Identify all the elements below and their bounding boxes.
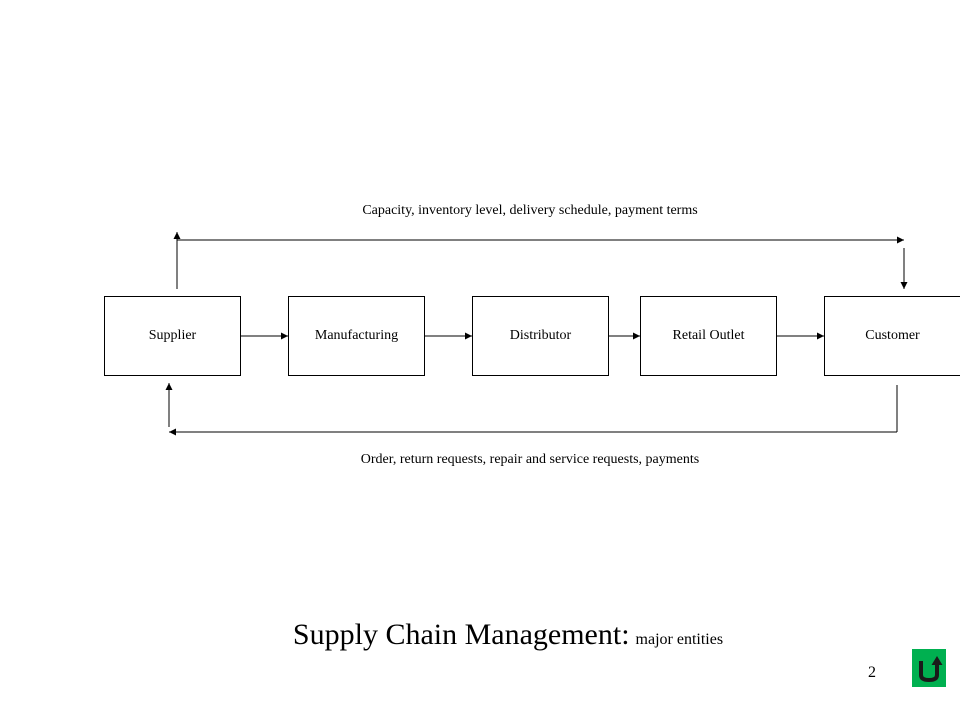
page-number: 2 <box>868 664 876 681</box>
top-flow-label: Capacity, inventory level, delivery sche… <box>362 203 698 218</box>
entity-supplier-label: Supplier <box>148 328 197 343</box>
entity-manufacturing-label: Manufacturing <box>314 328 399 343</box>
entity-supplier: Supplier <box>104 296 241 376</box>
entity-customer-label: Customer <box>865 328 920 343</box>
return-button[interactable] <box>912 649 946 687</box>
slide-title: Supply Chain Management: major entities <box>0 618 960 652</box>
entity-distributor: Distributor <box>472 296 609 376</box>
slide-title-sub: major entities <box>635 631 724 648</box>
entity-distributor-label: Distributor <box>509 328 572 343</box>
entity-retail-outlet: Retail Outlet <box>640 296 777 376</box>
u-turn-arrow-icon <box>919 656 943 683</box>
bottom-flow-label: Order, return requests, repair and servi… <box>360 452 700 467</box>
entity-customer: Customer <box>824 296 960 376</box>
slide-title-main: Supply Chain Management: <box>292 618 630 651</box>
entity-manufacturing: Manufacturing <box>288 296 425 376</box>
entity-retail-outlet-label: Retail Outlet <box>672 328 745 343</box>
